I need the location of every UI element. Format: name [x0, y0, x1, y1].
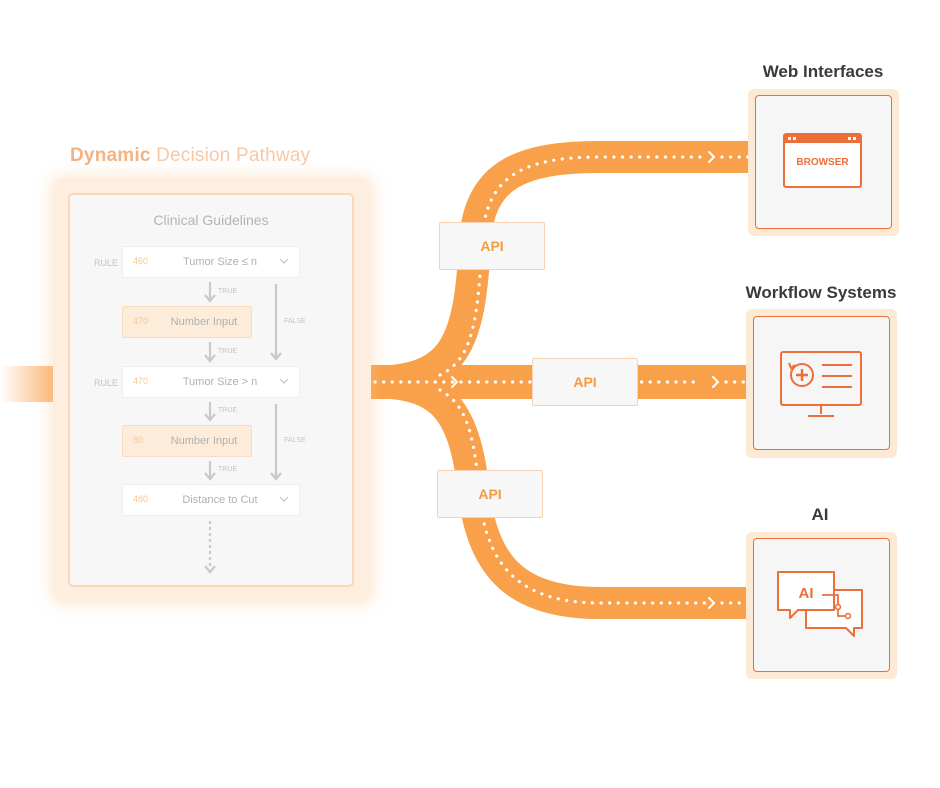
pathway-node-rule-1[interactable]: 460 Tumor Size ≤ n	[122, 246, 300, 278]
arrow-down-icon	[270, 284, 282, 361]
node-number: 480	[133, 494, 149, 504]
ai-label: AI	[799, 585, 814, 602]
clinical-guidelines-heading: Clinical Guidelines	[153, 212, 269, 228]
chevron-down-icon	[279, 496, 289, 502]
web-interfaces-inner[interactable]: BROWSER	[755, 95, 892, 229]
pathway-title-rest: Decision Pathway	[156, 145, 311, 166]
pathway-title-highlight: Dynamic	[70, 145, 151, 166]
pathway-node-input-1[interactable]: 470 Number Input	[122, 306, 252, 338]
node-number: 80	[133, 435, 144, 445]
incoming-stream	[0, 366, 60, 402]
workflow-systems-inner[interactable]	[753, 316, 890, 450]
chevron-right-icon	[708, 597, 716, 609]
arrow-down-icon	[204, 342, 216, 363]
rule-label: RULE	[94, 378, 119, 388]
node-number: 470	[133, 376, 149, 386]
arrow-down-icon	[204, 402, 216, 422]
node-label: Number Input	[170, 316, 238, 328]
pathway-node-input-2[interactable]: 80 Number Input	[122, 425, 252, 457]
ai-title: AI	[811, 505, 829, 524]
arrow-down-icon	[204, 282, 216, 303]
ai-chat-icon: AI	[777, 571, 863, 637]
node-label: Distance to Cut	[182, 494, 258, 506]
chevron-down-icon	[279, 378, 289, 384]
chevron-right-icon	[708, 151, 716, 163]
chevron-right-icon	[451, 376, 459, 388]
false-label: FALSE	[284, 437, 306, 444]
node-number: 470	[133, 316, 149, 326]
arrow-down-icon	[204, 461, 216, 481]
true-label: TRUE	[218, 288, 238, 295]
false-label: FALSE	[284, 318, 306, 325]
chevron-right-icon	[712, 376, 720, 388]
node-label: Tumor Size ≤ n	[182, 256, 258, 268]
api-box-workflow[interactable]: API	[532, 358, 638, 406]
ai-inner[interactable]: AI	[753, 538, 890, 672]
pathway-title: Dynamic Decision Pathway	[70, 145, 310, 167]
true-label: TRUE	[218, 466, 238, 473]
pathway-node-rule-2[interactable]: 470 Tumor Size > n	[122, 366, 300, 398]
node-label: Number Input	[170, 435, 238, 447]
node-label: Tumor Size > n	[182, 376, 258, 388]
node-number: 460	[133, 256, 149, 266]
arrow-down-icon	[270, 404, 282, 481]
true-label: TRUE	[218, 407, 238, 414]
rule-label: RULE	[94, 258, 119, 268]
true-label: TRUE	[218, 348, 238, 355]
api-box-ai[interactable]: API	[437, 470, 543, 518]
browser-label: BROWSER	[796, 157, 849, 168]
web-interfaces-title: Web Interfaces	[762, 62, 884, 81]
api-box-web[interactable]: API	[439, 222, 545, 270]
browser-icon: BROWSER	[783, 133, 862, 188]
monitor-medical-icon	[780, 351, 862, 417]
pathway-node-rule-3[interactable]: 480 Distance to Cut	[122, 484, 300, 516]
workflow-systems-title: Workflow Systems	[745, 283, 897, 302]
chevron-down-icon	[279, 258, 289, 264]
